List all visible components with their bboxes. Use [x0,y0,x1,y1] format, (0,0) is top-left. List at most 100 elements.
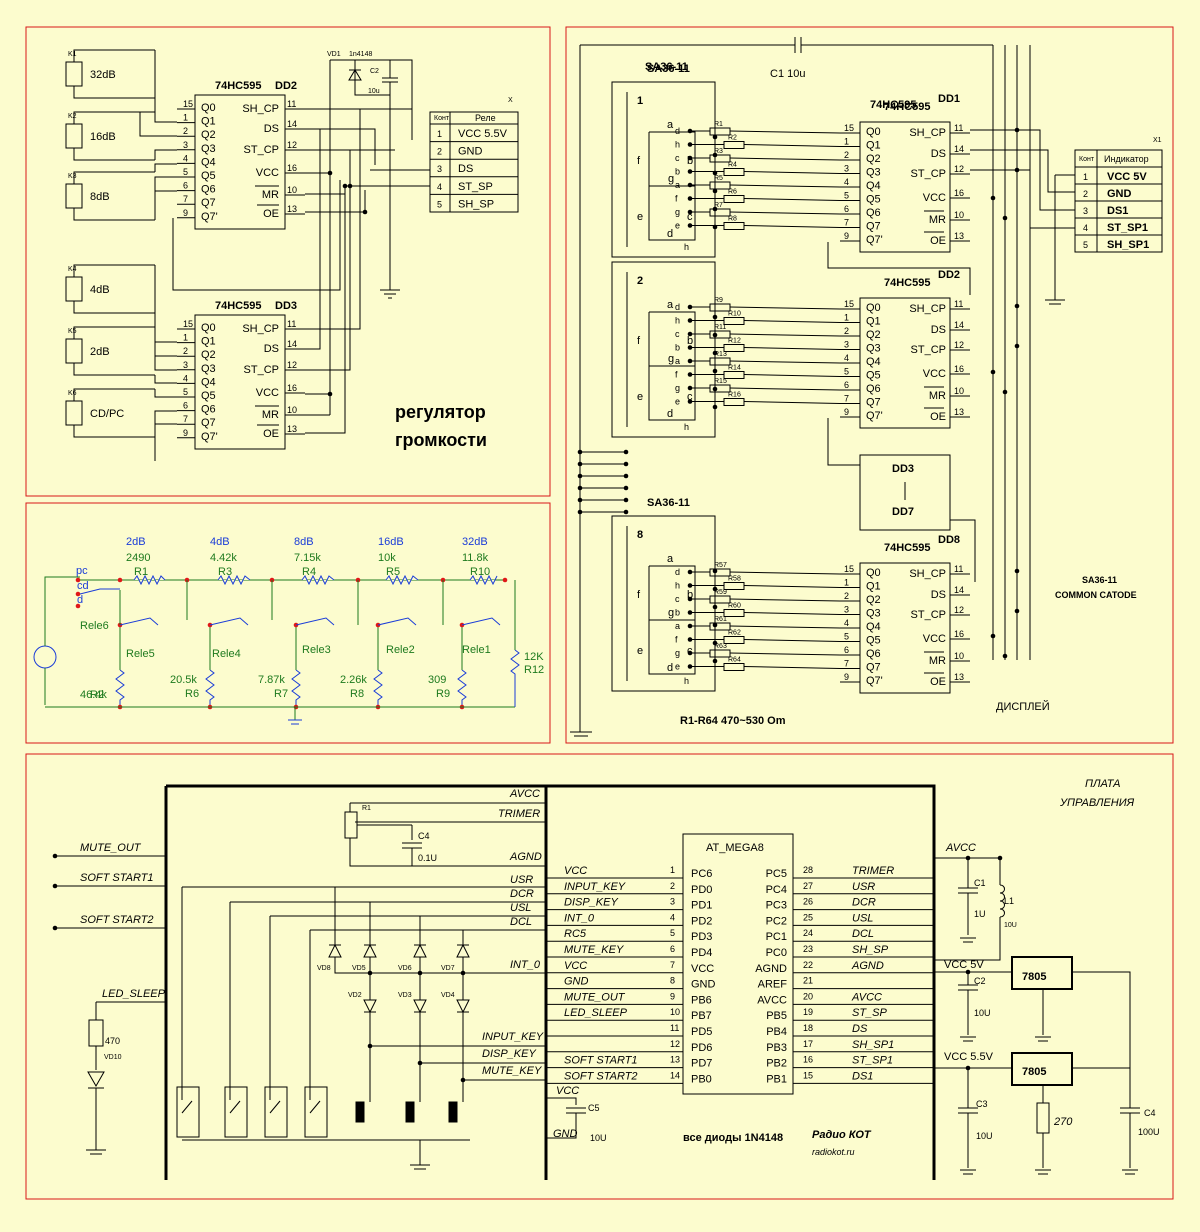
relay-coil [65,183,83,209]
display-dd1-pin-left: Q2 [866,153,881,165]
bus-label: MUTE_KEY [482,1065,542,1077]
series-ref: R4 [302,566,316,578]
junction-dot [623,473,629,479]
junction-dot [965,1065,971,1071]
display-digit2-pin [712,386,718,392]
volume-dd2-pin-num: 5 [183,167,188,177]
display-digit2-seg-h: h [684,422,689,432]
segment-resistor [709,181,731,190]
junction-dot [1002,653,1008,659]
display-dd8-pin-num: 3 [844,605,849,615]
display-digit1-seg-g-label: g [668,173,674,185]
resistor-ref: R12 [728,338,741,345]
relay-wire [73,208,155,221]
segment-dot [687,610,693,615]
diodes-note: все диоды 1N4148 [683,1132,783,1144]
display-dd1-pin-left: Q6 [866,207,881,219]
junction-dot [990,633,996,639]
diode-ref: VD4 [441,992,455,999]
l1-ref: L1 [1004,896,1014,906]
segment-resistor [723,609,745,617]
volume-dd2-pin-left: Q7 [201,197,216,209]
display-digit8-pin [712,658,718,664]
junction-dot [577,449,583,455]
avcc-label: AVCC [945,842,976,854]
mcu-pin-num-right: 20 [803,991,813,1001]
control-caption: УПРАВЛЕНИЯ [1059,797,1135,809]
mcu-sig-left: INPUT_KEY [564,881,626,893]
c4-ref: C4 [1144,1108,1156,1118]
resistor-ref: R8 [728,216,737,223]
segment-resistor [723,582,745,590]
rele-arm [79,588,120,595]
segment-resistor [709,303,731,312]
indicator-note: COMMON CATODE [1055,590,1137,600]
connector-pin: 1 [437,129,442,139]
wire [743,639,841,642]
display-dd1-seg-label: f [675,194,678,204]
relay-label: 16dB [90,131,116,143]
key-switch [229,1100,241,1114]
volume-dd2-pin-num: 14 [287,119,297,129]
volume-dd3-pin-right: OE [263,428,279,440]
display-dd8-pin-left: Q4 [866,621,881,633]
resistor-ref: R6 [728,189,737,196]
wire [305,190,366,213]
volume-dd2-pin-left: Q5 [201,170,216,182]
shunt-ref: R2 [90,689,104,701]
rele-arm [295,617,335,626]
signal-source [33,645,57,669]
led-sleep-label: LED_SLEEP [102,988,166,1000]
wire [305,108,413,140]
junction-dot [1002,215,1008,221]
diode-ref: VD3 [398,992,412,999]
wire [729,306,841,310]
display-dd8-seg-label: d [675,567,680,577]
display-dd2-pin-left: Q7' [866,410,883,422]
rele-arm [209,617,249,626]
display-dd8-pin-left: Q7 [866,662,881,674]
resistor-ref: R15 [714,378,727,385]
relay-wire [73,363,155,376]
volume-dd2-pin-num: 16 [287,163,297,173]
relay-label: 2dB [90,346,110,358]
volume-dd3-pin-num: 4 [183,373,188,383]
display-dd8-pin-left: Q6 [866,648,881,660]
display-dd1-pin-left: Q7 [866,221,881,233]
display-digit2-segments [648,311,696,421]
volume-dd2-pin-right: DS [264,123,279,135]
shunt-ref: R9 [436,688,450,700]
display-dd8-pin-num: 9 [844,672,849,682]
mcu-pin-right: PB3 [766,1042,787,1054]
display-digit8-seg-d: d [667,662,673,674]
wire [334,957,546,974]
mcu-sig-left: INT_0 [564,912,595,924]
mcu-pin-num-left: 11 [670,1023,679,1033]
connector-label: SH_SP1 [1107,239,1149,251]
resistor-ref: R58 [728,576,741,583]
connector-header: Конт [434,115,450,122]
vcc55-label: VCC 5.5V [944,1051,994,1063]
rele-label: Rele1 [462,644,491,656]
display-dd2-pin-num: 4 [844,353,849,363]
input-label: cd [77,580,89,592]
wire [154,50,177,123]
mcu-pin-num-left: 14 [670,1070,680,1080]
segment-resistor [709,127,731,136]
segment-dot [687,583,693,588]
display-dd8-pin-left: Q1 [866,581,881,593]
display-dd8-seg-label: g [675,648,680,658]
display-dd8-pin-left: Q5 [866,635,881,647]
display-digit8-pin [712,604,718,610]
wire [330,59,413,140]
display-dd2-pin-left: Q2 [866,329,881,341]
diode [363,999,377,1014]
mcu-pin-num-right: 25 [803,912,813,922]
segment-resistor [723,344,745,352]
volume-dd2-pin-num: 2 [183,126,188,136]
volume-dd3-pin-num: 3 [183,360,188,370]
diode-type: 1n4148 [349,51,372,58]
bus-label: AVCC [509,788,540,800]
volume-dd2-type: 74HC595 [215,80,261,92]
